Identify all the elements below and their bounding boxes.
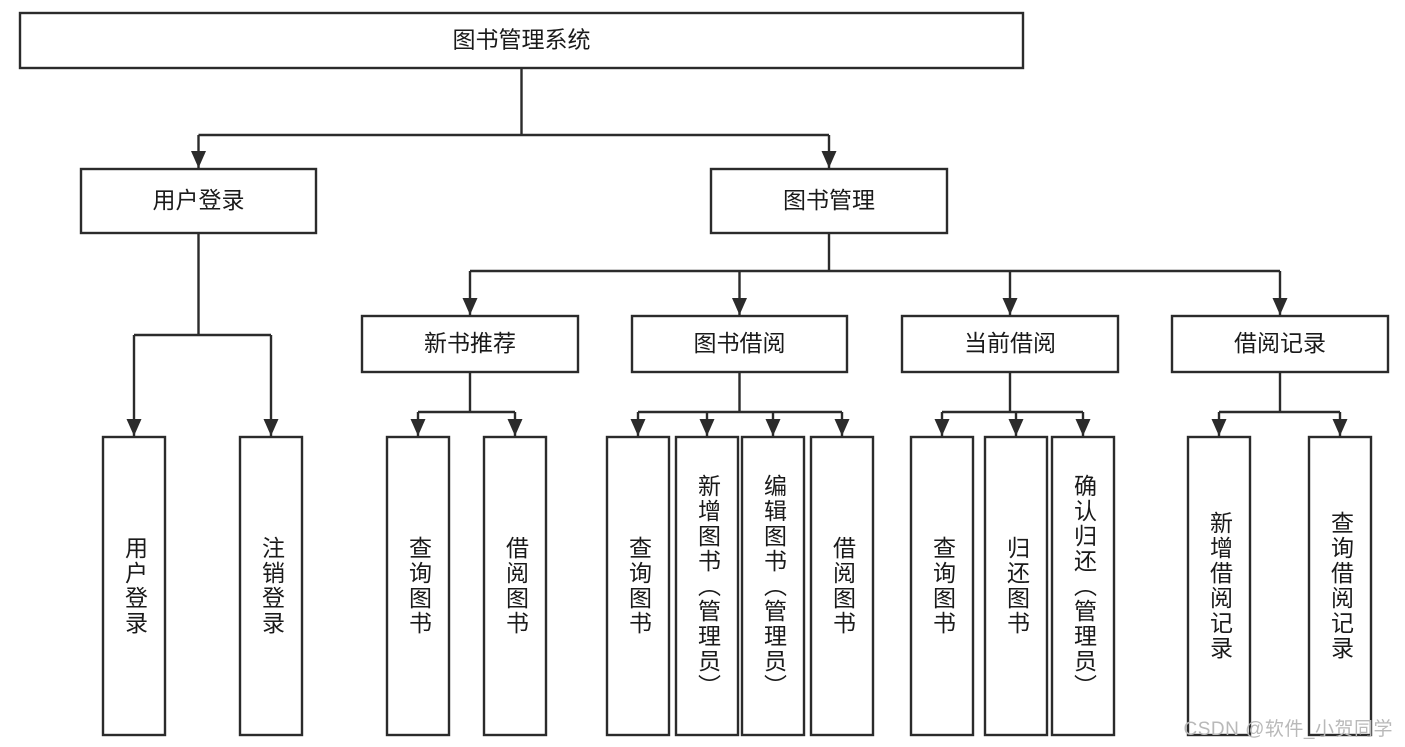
arrow-head-icon bbox=[699, 419, 715, 436]
node-leaf-query-book-rec[interactable] bbox=[385, 435, 451, 737]
arrow-head-icon bbox=[1272, 298, 1288, 315]
arrow-head-icon bbox=[630, 419, 646, 436]
node-label: 新书推荐 bbox=[424, 330, 516, 356]
arrow-head-icon bbox=[191, 151, 206, 168]
arrow-head-icon bbox=[732, 298, 747, 315]
node-leaf-add-book-admin[interactable] bbox=[674, 435, 740, 737]
node-user-login[interactable] bbox=[79, 167, 318, 235]
arrow-head-icon bbox=[263, 419, 279, 436]
node-book-borrow[interactable] bbox=[630, 314, 849, 374]
arrow-head-icon bbox=[765, 419, 781, 436]
node-leaf-query-book-current[interactable] bbox=[909, 435, 975, 737]
node-leaf-return-book[interactable] bbox=[983, 435, 1049, 737]
arrow-head-icon bbox=[1075, 419, 1091, 436]
node-leaf-borrow-book-rec[interactable] bbox=[482, 435, 548, 737]
csdn-watermark: CSDN @软件_小贺同学 bbox=[1183, 719, 1393, 740]
node-leaf-user-logout[interactable] bbox=[238, 435, 304, 737]
connectors-layer bbox=[126, 68, 1348, 436]
node-root[interactable] bbox=[18, 11, 1025, 70]
arrow-head-icon bbox=[1008, 419, 1024, 436]
node-current-borrow[interactable] bbox=[900, 314, 1120, 374]
arrow-head-icon bbox=[821, 151, 837, 168]
arrow-head-icon bbox=[834, 419, 850, 436]
arrow-head-icon bbox=[507, 419, 523, 436]
node-leaf-borrow-book[interactable] bbox=[809, 435, 875, 737]
node-new-book-recommend[interactable] bbox=[360, 314, 580, 374]
node-leaf-edit-book-admin[interactable] bbox=[740, 435, 806, 737]
node-book-management[interactable] bbox=[709, 167, 949, 235]
node-borrow-records[interactable] bbox=[1170, 314, 1390, 374]
node-label: 用户登录 bbox=[153, 187, 245, 213]
arrow-head-icon bbox=[410, 419, 426, 436]
arrow-head-icon bbox=[934, 419, 950, 436]
node-label: 借阅记录 bbox=[1234, 330, 1326, 356]
node-label: 图书管理系统 bbox=[453, 27, 591, 53]
arrow-head-icon bbox=[462, 298, 478, 315]
node-leaf-confirm-return-admin[interactable] bbox=[1050, 435, 1116, 737]
arrow-head-icon bbox=[1332, 419, 1348, 436]
node-leaf-add-borrow-record[interactable] bbox=[1186, 435, 1252, 737]
node-leaf-query-book-borrow[interactable] bbox=[605, 435, 671, 737]
node-leaf-user-login[interactable] bbox=[101, 435, 167, 737]
node-leaf-query-borrow-record[interactable] bbox=[1307, 435, 1373, 737]
node-label: 图书借阅 bbox=[694, 330, 786, 356]
boxes-layer bbox=[18, 11, 1390, 737]
arrow-head-icon bbox=[1211, 419, 1227, 436]
arrow-head-icon bbox=[126, 419, 142, 436]
node-label: 当前借阅 bbox=[964, 330, 1056, 356]
arrow-head-icon bbox=[1002, 298, 1018, 315]
node-label: 图书管理 bbox=[783, 187, 875, 213]
